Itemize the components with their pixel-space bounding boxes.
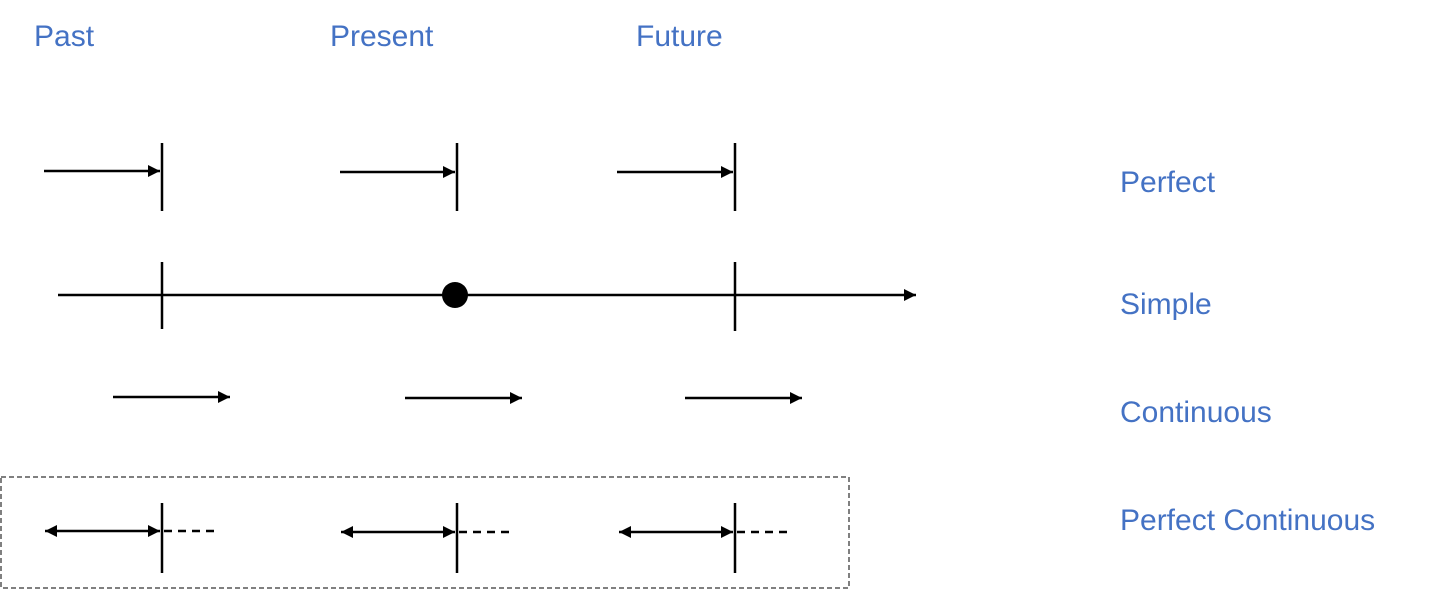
row-label-continuous: Continuous (1120, 396, 1272, 429)
row-label-simple: Simple (1120, 288, 1212, 321)
simple-row (58, 262, 916, 331)
perfect-continuous-row (45, 503, 793, 573)
column-label-present: Present (330, 20, 434, 53)
perfect-row (44, 143, 737, 211)
column-label-past: Past (34, 20, 95, 53)
column-label-future: Future (636, 20, 723, 53)
perfect-continuous-box (0, 476, 850, 589)
simple-present-dot (442, 282, 468, 308)
continuous-row (113, 391, 802, 404)
row-label-perfect: Perfect (1120, 166, 1216, 199)
row-label-perfect-continuous: Perfect Continuous (1120, 504, 1375, 537)
